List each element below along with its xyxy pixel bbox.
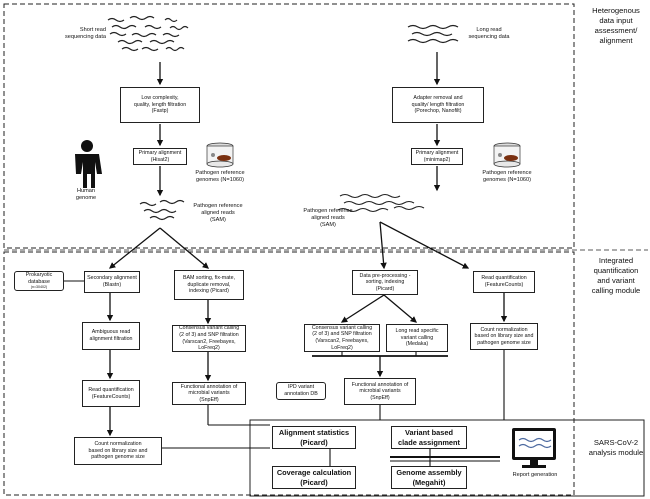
genome-assembly-box: Genome assembly (Megahit) — [391, 466, 467, 489]
prokaryotic-database-box: Prokaryotic database (n=30402) — [14, 271, 64, 291]
read-quantification-short-box: Read quantification (FeatureCounts) — [82, 380, 140, 407]
consensus-variant-calling-box-2: Consensus variant calling (2 of 3) and S… — [304, 324, 380, 352]
aligned-reads-short-icon — [139, 199, 185, 221]
short-read-source-label: Short read sequencing data — [64, 27, 106, 40]
short-read-alignment-box: Primary alignment (Hisat2) — [133, 148, 187, 165]
sars-module-frame — [249, 419, 645, 497]
pathogen-reference-jar-icon — [206, 142, 234, 168]
short-aligned-reads-label: Pathogen reference aligned reads (SAM) — [193, 203, 243, 223]
long-read-filter-box: Adapter removal and quality/ length filt… — [392, 87, 484, 123]
long-read-squiggles-icon — [407, 24, 459, 44]
functional-annotation-box-1: Functional annotation of microbial varia… — [172, 382, 246, 405]
long-aligned-reads-label: Pathogen reference aligned reads (SAM) — [303, 208, 353, 228]
functional-annotation-box-2: Functional annotation of microbial varia… — [344, 378, 416, 405]
short-read-filter-box: Low complexity, quality, length filtrati… — [120, 87, 200, 123]
human-silhouette-icon — [75, 140, 102, 188]
secondary-alignment-box: Secondary alignment (Blastn) — [84, 271, 140, 293]
module-label-input: Heterogenous data input assessment/ alig… — [592, 6, 640, 45]
long-pathogen-ref-label: Pathogen reference genomes (N=1060) — [482, 170, 532, 183]
human-genome-label: Human genome — [75, 188, 97, 201]
long-read-variant-calling-box: Long read specific variant calling (Meda… — [386, 324, 448, 352]
integrated-module-frame — [3, 251, 575, 496]
long-read-alignment-box: Primary alignment (minimap2) — [411, 148, 463, 165]
short-read-squiggles-icon — [107, 15, 189, 52]
ambiguous-read-filtration-box: Ambiguous read alignment filtration — [82, 322, 140, 350]
pathogen-reference-jar-icon-long — [493, 142, 521, 168]
long-read-source-label: Long read sequencing data — [468, 27, 510, 40]
module-label-integrated: Integrated quantification and variant ca… — [591, 256, 641, 295]
report-monitor-icon — [512, 428, 556, 468]
short-pathogen-ref-label: Pathogen reference genomes (N=1060) — [195, 170, 245, 183]
input-module-frame — [3, 3, 575, 249]
count-normalization-short-box: Count normalization based on library siz… — [74, 437, 162, 465]
report-generation-label: Report generation — [512, 472, 558, 478]
consensus-variant-calling-box-1: Consensus variant calling (2 of 3) and S… — [172, 325, 246, 352]
data-preprocessing-box: Data pre-processing - sorting, indexing … — [352, 270, 418, 295]
aligned-reads-long-icon — [337, 193, 425, 213]
flow-arrows — [106, 52, 508, 437]
clade-assignment-box: Variant based clade assignment — [391, 426, 467, 449]
read-quantification-long-box: Read quantification (FeatureCounts) — [473, 271, 535, 293]
bam-sorting-box: BAM sorting, fix-mate, duplicate removal… — [174, 270, 244, 300]
ipd-variant-db-box: IPD variant annotation DB — [276, 382, 326, 400]
count-normalization-long-box: Count normalization based on library siz… — [470, 323, 538, 350]
alignment-statistics-box: Alignment statistics (Picard) — [272, 426, 356, 449]
coverage-calculation-box: Coverage calculation (Picard) — [272, 466, 356, 489]
module-label-sars: SARS-CoV-2 analysis module — [588, 438, 644, 457]
connector-lines — [64, 280, 505, 466]
